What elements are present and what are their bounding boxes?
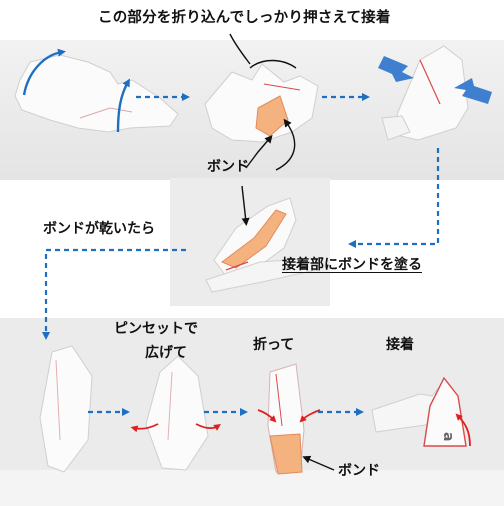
glue-patch-1 [255,95,289,137]
step5-before-open [39,345,93,473]
caption-after-bond-dries: ボンドが乾いたら [43,221,155,237]
caption-glue: 接着 [386,337,414,353]
spread-arrow-right [195,423,221,431]
step3-pressed-part [378,45,492,141]
press-arrow-top [378,56,414,82]
flow-arrow-4 [42,248,186,340]
part-marking: a [440,432,456,441]
fold-arrow-red-right [299,409,321,423]
step4-glue-applied [205,197,319,293]
caption-apply-bond: 接着部にボンドを塗る [282,257,422,273]
flow-arrow-3 [348,148,440,248]
caption-with-tweezers: ピンセットで [114,321,198,337]
label-bond-2: ボンド [338,463,380,479]
press-arrow-bottom [454,78,492,104]
caption-fold: 折って [253,337,295,353]
caption-fold-and-press: この部分を折り込んでしっかり押さえて接着 [98,10,391,26]
glue-patch-2 [221,209,287,269]
caption-spread: 広げて [145,345,187,361]
step1-flat-part [14,48,179,133]
fold-arrow-right [116,78,130,133]
step6-opened [130,355,221,471]
bracket-line [249,59,297,69]
fold-arrow-left [22,48,66,96]
glue-patch-3 [269,433,303,475]
glue-arrow-red [455,413,471,447]
label-bond-1: ボンド [207,159,249,175]
spread-arrow-left [130,423,159,433]
step7-folded [257,363,321,475]
fold-arrow-red-left [257,409,277,423]
step8-glued: a [371,376,471,447]
